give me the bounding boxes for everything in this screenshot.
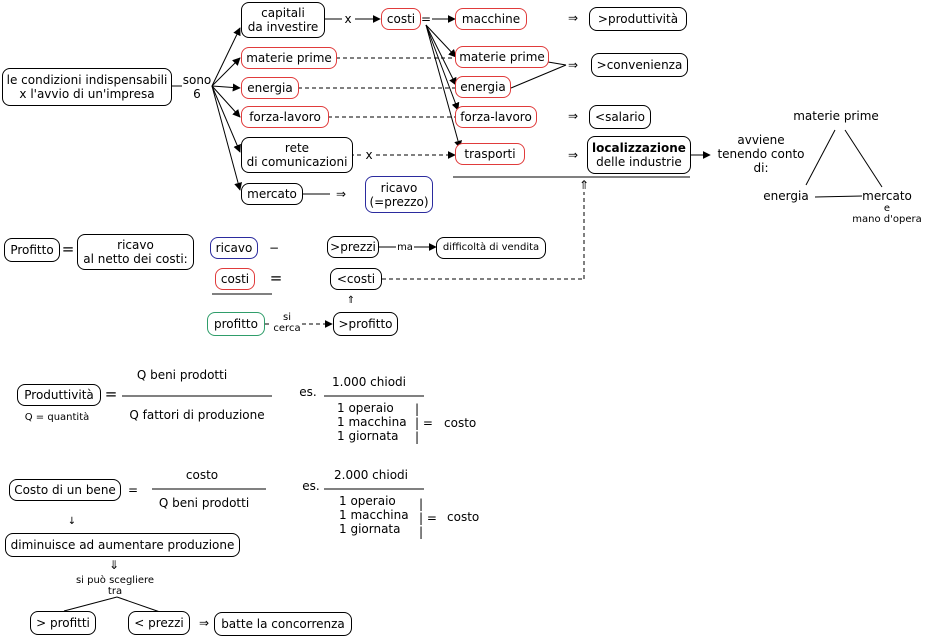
example-bars: | | = |: [415, 402, 433, 444]
formula-denominator: Q beni prodotti: [158, 496, 250, 510]
scegliere-label: si può scegliere tra: [75, 575, 155, 597]
minus-sign: −: [268, 241, 280, 255]
implies-arrow: ⇒: [567, 58, 579, 72]
profitto-node[interactable]: Profitto: [4, 238, 60, 262]
energia-node-2[interactable]: energia: [455, 76, 511, 98]
formula-denominator: Q fattori di produzione: [129, 408, 265, 422]
x-label: x: [365, 148, 373, 162]
batte-concorrenza-node[interactable]: batte la concorrenza: [214, 612, 352, 636]
example-numerator: 1.000 chiodi: [332, 375, 406, 389]
trasporti-node[interactable]: trasporti: [455, 143, 525, 165]
example-label: es.: [299, 385, 317, 399]
costi-node[interactable]: costi: [381, 8, 421, 30]
minori-prezzi-node[interactable]: < prezzi: [128, 611, 190, 635]
rete-comunicazioni-node[interactable]: rete di comunicazioni: [241, 137, 353, 173]
avviene-label: avviene tenendo conto di:: [717, 133, 805, 175]
difficolta-vendita-node[interactable]: difficoltà di vendita: [436, 237, 546, 259]
implies-arrow: ⇒: [335, 187, 347, 201]
impresa-node[interactable]: le condizioni indispensabili x l'avvio d…: [2, 68, 172, 106]
produttivita-formula-node[interactable]: Produttività: [17, 384, 101, 406]
capitali-node[interactable]: capitali da investire: [241, 2, 325, 38]
costo-bene-node[interactable]: Costo di un bene: [9, 479, 121, 501]
costi-node-2[interactable]: costi: [215, 268, 255, 290]
implies-arrow: ⇒: [567, 11, 579, 25]
localizzazione-node[interactable]: localizzazione delle industrie: [587, 136, 691, 174]
energia-node[interactable]: energia: [241, 77, 299, 99]
triangle-energia: energia: [763, 189, 809, 203]
equals-sign: =: [420, 12, 432, 26]
equals-sign: =: [269, 269, 283, 287]
localizzazione-title: localizzazione: [592, 141, 686, 155]
formula-numerator: costo: [185, 468, 219, 482]
equals-sign: =: [127, 483, 139, 497]
example-denominator: 1 operaio 1 macchina 1 giornata: [337, 401, 407, 443]
sono-label: sono 6: [182, 73, 212, 101]
prezzi-node[interactable]: >prezzi: [327, 236, 379, 258]
example-costo: costo: [444, 416, 477, 430]
materie-prime-node-2[interactable]: materie prime: [455, 46, 549, 68]
forza-lavoro-node-2[interactable]: forza-lavoro: [455, 106, 537, 128]
ricavo-netto-node[interactable]: ricavo al netto dei costi:: [77, 234, 194, 270]
implies-down-arrow: ⇓: [108, 558, 120, 572]
maggiori-profitti-node[interactable]: > profitti: [30, 611, 96, 635]
diminuisce-node[interactable]: diminuisce ad aumentare produzione: [5, 533, 240, 557]
ricavo-node[interactable]: ricavo: [210, 237, 258, 259]
quantita-note: Q = quantità: [24, 412, 90, 423]
triangle-mano-opera: e mano d'opera: [852, 203, 922, 225]
max-profitto-node[interactable]: >profitto: [333, 312, 398, 336]
implies-arrow: ⇒: [567, 109, 579, 123]
implies-arrow: ⇒: [567, 148, 579, 162]
equals-sign: =: [61, 240, 75, 258]
example-bars: | | = |: [419, 497, 437, 539]
produttivita-node[interactable]: >produttività: [589, 7, 687, 31]
implies-arrow: ⇒: [198, 616, 210, 630]
example-label: es.: [302, 479, 320, 493]
formula-numerator: Q beni prodotti: [136, 368, 228, 382]
si-cerca-label: si cerca: [273, 312, 301, 334]
materie-prime-node[interactable]: materie prime: [241, 47, 337, 69]
localizzazione-subtitle: delle industrie: [596, 155, 682, 169]
equals-sign: =: [104, 385, 118, 403]
convenienza-node[interactable]: >convenienza: [591, 53, 688, 77]
forza-lavoro-node[interactable]: forza-lavoro: [241, 106, 329, 128]
down-arrow: ↓: [67, 516, 77, 527]
x-label: x: [344, 12, 352, 26]
macchine-node[interactable]: macchine: [455, 8, 527, 30]
salario-node[interactable]: <salario: [589, 105, 651, 129]
triangle-mercato: mercato: [862, 189, 912, 203]
example-numerator: 2.000 chiodi: [334, 468, 408, 482]
implies-up-arrow: ⇑: [578, 178, 590, 192]
example-denominator: 1 operaio 1 macchina 1 giornata: [339, 494, 409, 536]
ma-label: ma: [397, 242, 413, 253]
example-costo: costo: [447, 510, 480, 524]
mercato-node[interactable]: mercato: [241, 183, 303, 205]
triangle-materie-prime: materie prime: [793, 109, 879, 123]
ricavo-prezzo-node[interactable]: ricavo (=prezzo): [365, 176, 433, 213]
profitto-node-2[interactable]: profitto: [207, 312, 265, 336]
min-costi-node[interactable]: <costi: [330, 268, 382, 290]
implies-up-arrow: ⇑: [346, 295, 356, 306]
